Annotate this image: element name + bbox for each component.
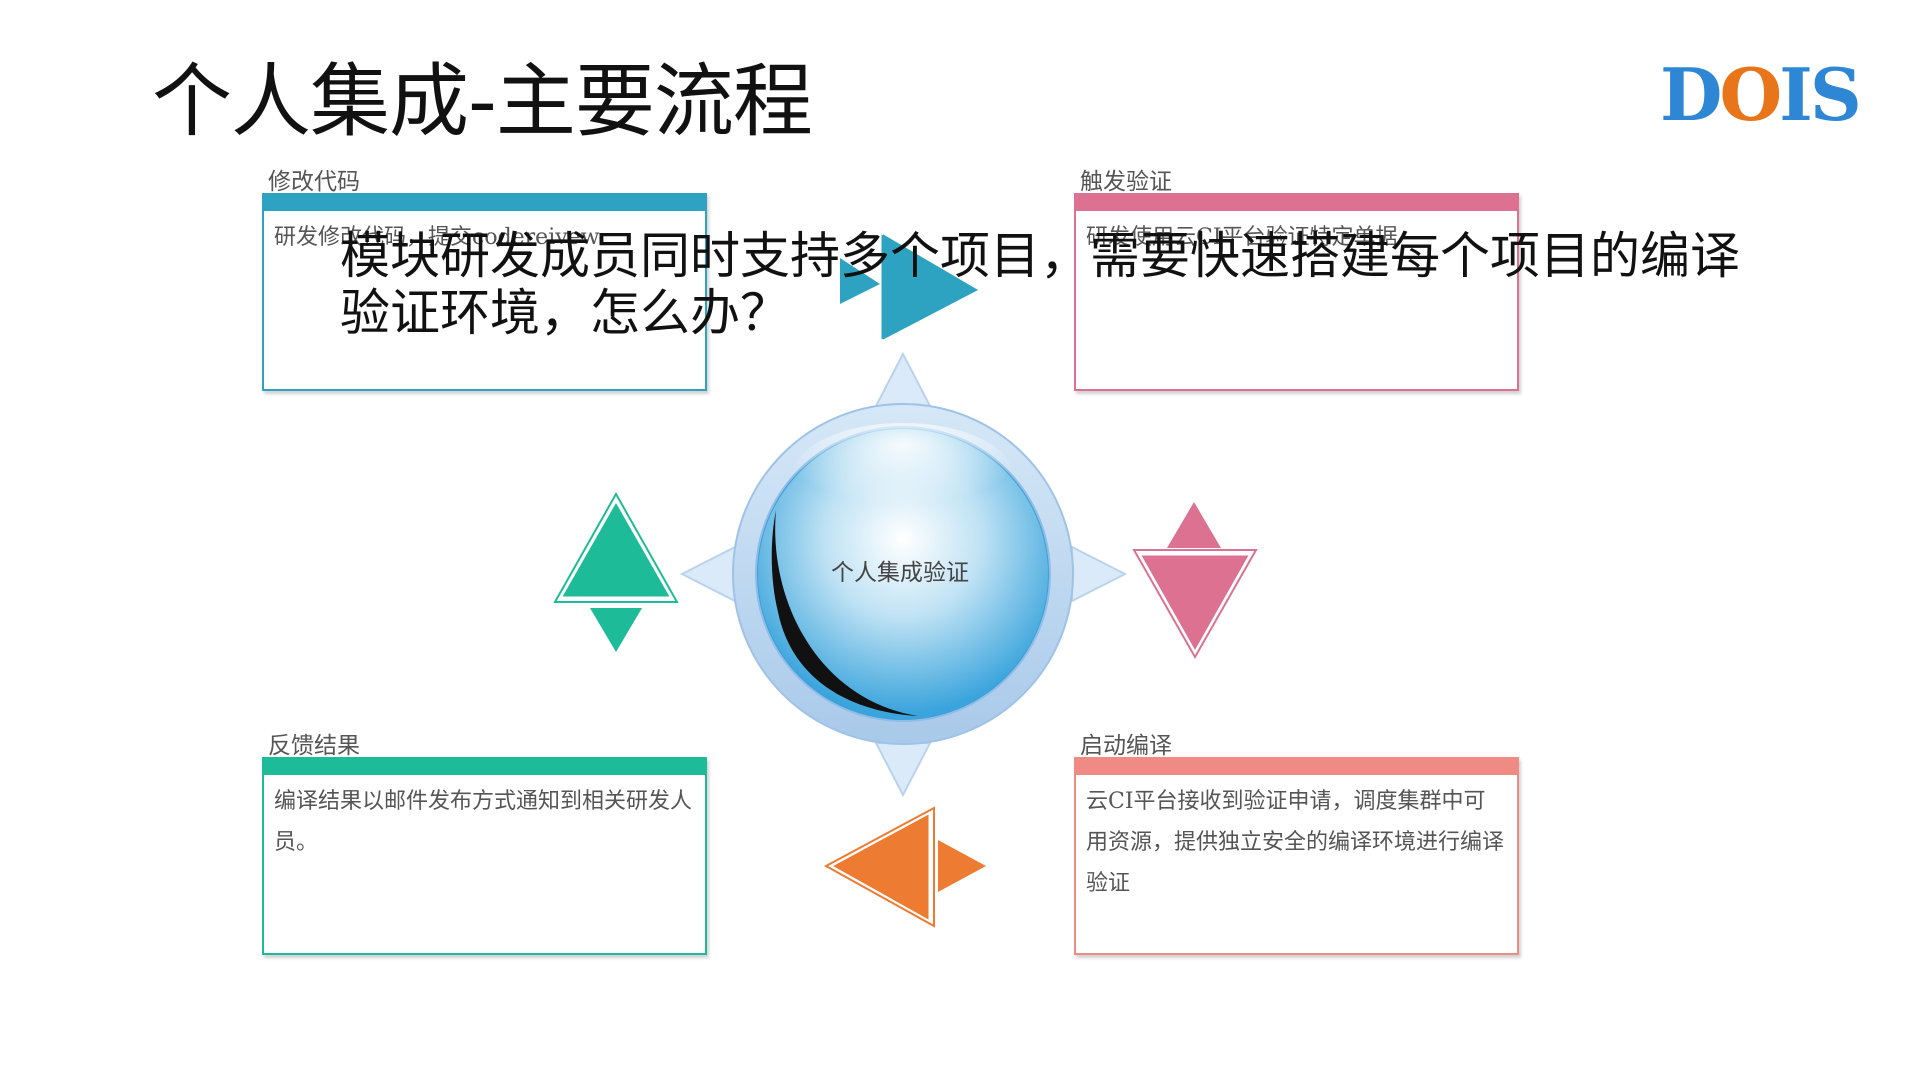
step-feedback-text: 编译结果以邮件发布方式通知到相关研发人员。 (274, 789, 693, 855)
logo-letter-o: O (1719, 52, 1782, 137)
step-trigger-verify-text: 研发使用云CI平台验证特定单据 (1086, 225, 1398, 250)
logo-letter-d: D (1660, 52, 1722, 137)
dois-logo: DOIS (1660, 50, 1862, 140)
center-sphere-shadow (771, 510, 918, 716)
arrow-left-icon (553, 491, 679, 652)
step-start-compile-text: 云CI平台接收到验证申请，调度集群中可用资源，提供独立安全的编译环境进行编译验证 (1086, 789, 1505, 896)
logo-letters-is: IS (1779, 52, 1862, 137)
compass-star-right (1071, 545, 1128, 603)
step-trigger-verify-title: 触发验证 (1080, 169, 1172, 195)
overlay-question: 模块研发成员同时支持多个项目，需要快速搭建每个项目的编译 验证环境，怎么办？ (340, 228, 1740, 342)
compass-star-up (874, 351, 932, 407)
step-modify-code-title: 修改代码 (268, 169, 360, 195)
page-title: 个人集成-主要流程 (152, 55, 813, 148)
center-label: 个人集成验证 (831, 560, 969, 586)
step-feedback-bar (264, 759, 705, 775)
compass-star-down (874, 742, 932, 798)
step-start-compile-box: 云CI平台接收到验证申请，调度集群中可用资源，提供独立安全的编译环境进行编译验证 (1074, 757, 1519, 955)
arrow-bottom-icon (823, 806, 986, 928)
step-start-compile-bar (1076, 759, 1517, 775)
step-feedback-title: 反馈结果 (268, 733, 360, 759)
step-modify-code-bar (264, 195, 705, 211)
step-trigger-verify-bar (1076, 195, 1517, 211)
step-modify-code-box: 研发修改代码，提交codereivew (262, 193, 707, 391)
step-modify-code-text: 研发修改代码，提交codereivew (274, 225, 600, 250)
step-feedback-box: 编译结果以邮件发布方式通知到相关研发人员。 (262, 757, 707, 955)
compass-star-left (679, 545, 736, 603)
arrow-right-icon (1132, 502, 1258, 660)
step-start-compile-title: 启动编译 (1080, 733, 1172, 759)
center-sphere-gloss (791, 423, 1015, 533)
overlay-question-line-1: 模块研发成员同时支持多个项目，需要快速搭建每个项目的编译 (340, 227, 1740, 285)
arrow-top-icon (840, 229, 984, 345)
overlay-question-line-2: 验证环境，怎么办？ (340, 284, 790, 342)
step-trigger-verify-box: 研发使用云CI平台验证特定单据 (1074, 193, 1519, 391)
